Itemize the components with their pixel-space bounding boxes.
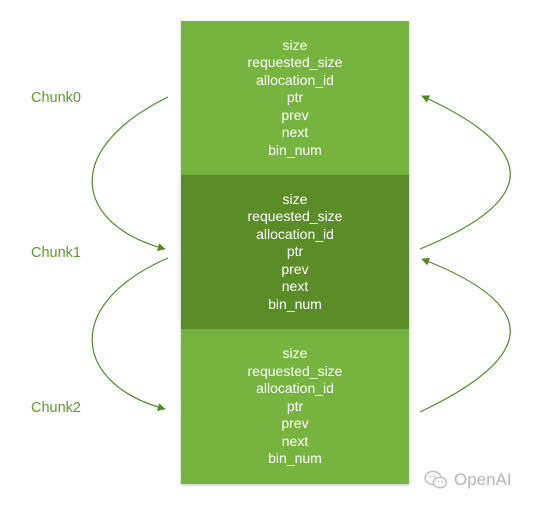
watermark-text: OpenAI xyxy=(454,470,512,489)
chunk2-field-bin-num: bin_num xyxy=(268,450,322,467)
chunk1-field-prev: prev xyxy=(281,260,309,277)
chunk0-field-bin-num: bin_num xyxy=(268,141,322,158)
chunk0-label: Chunk0 xyxy=(31,90,81,106)
watermark: OpenAI xyxy=(424,470,512,490)
prev-arrow-chunk2-to-chunk1 xyxy=(419,257,511,413)
chunk2-field-allocation-id: allocation_id xyxy=(256,380,334,397)
chunk2-field-next: next xyxy=(281,432,309,449)
chunk2-field-requested-size: requested_size xyxy=(247,362,343,379)
chunk1-field-ptr: ptr xyxy=(286,243,304,260)
chunk1-box: size requested_size allocation_id ptr pr… xyxy=(181,175,409,329)
chunk0-field-ptr: ptr xyxy=(286,89,304,106)
chunk0-field-requested-size: requested_size xyxy=(247,54,343,71)
chunk1-field-size: size xyxy=(282,190,308,207)
chunk1-field-next: next xyxy=(281,278,309,295)
prev-arrow-chunk1-to-chunk0 xyxy=(419,95,511,250)
chunk0-field-prev: prev xyxy=(281,106,309,123)
wechat-icon xyxy=(424,470,448,489)
chunk1-field-requested-size: requested_size xyxy=(247,208,343,225)
chunk2-box: size requested_size allocation_id ptr pr… xyxy=(181,329,409,484)
next-arrow-chunk0-to-chunk1 xyxy=(91,96,169,252)
chunk0-field-next: next xyxy=(281,124,309,141)
chunk2-field-size: size xyxy=(282,345,308,362)
chunk1-field-bin-num: bin_num xyxy=(268,295,322,312)
chunk2-label: Chunk2 xyxy=(31,400,81,416)
chunk0-field-size: size xyxy=(282,36,308,53)
chunk2-field-prev: prev xyxy=(281,415,309,432)
chunk1-field-allocation-id: allocation_id xyxy=(256,225,334,242)
chunk2-field-ptr: ptr xyxy=(286,397,304,414)
next-arrow-chunk1-to-chunk2 xyxy=(91,257,169,412)
chunk0-box: size requested_size allocation_id ptr pr… xyxy=(181,21,409,175)
chunk0-field-allocation-id: allocation_id xyxy=(256,71,334,88)
chunk1-label: Chunk1 xyxy=(31,245,81,261)
